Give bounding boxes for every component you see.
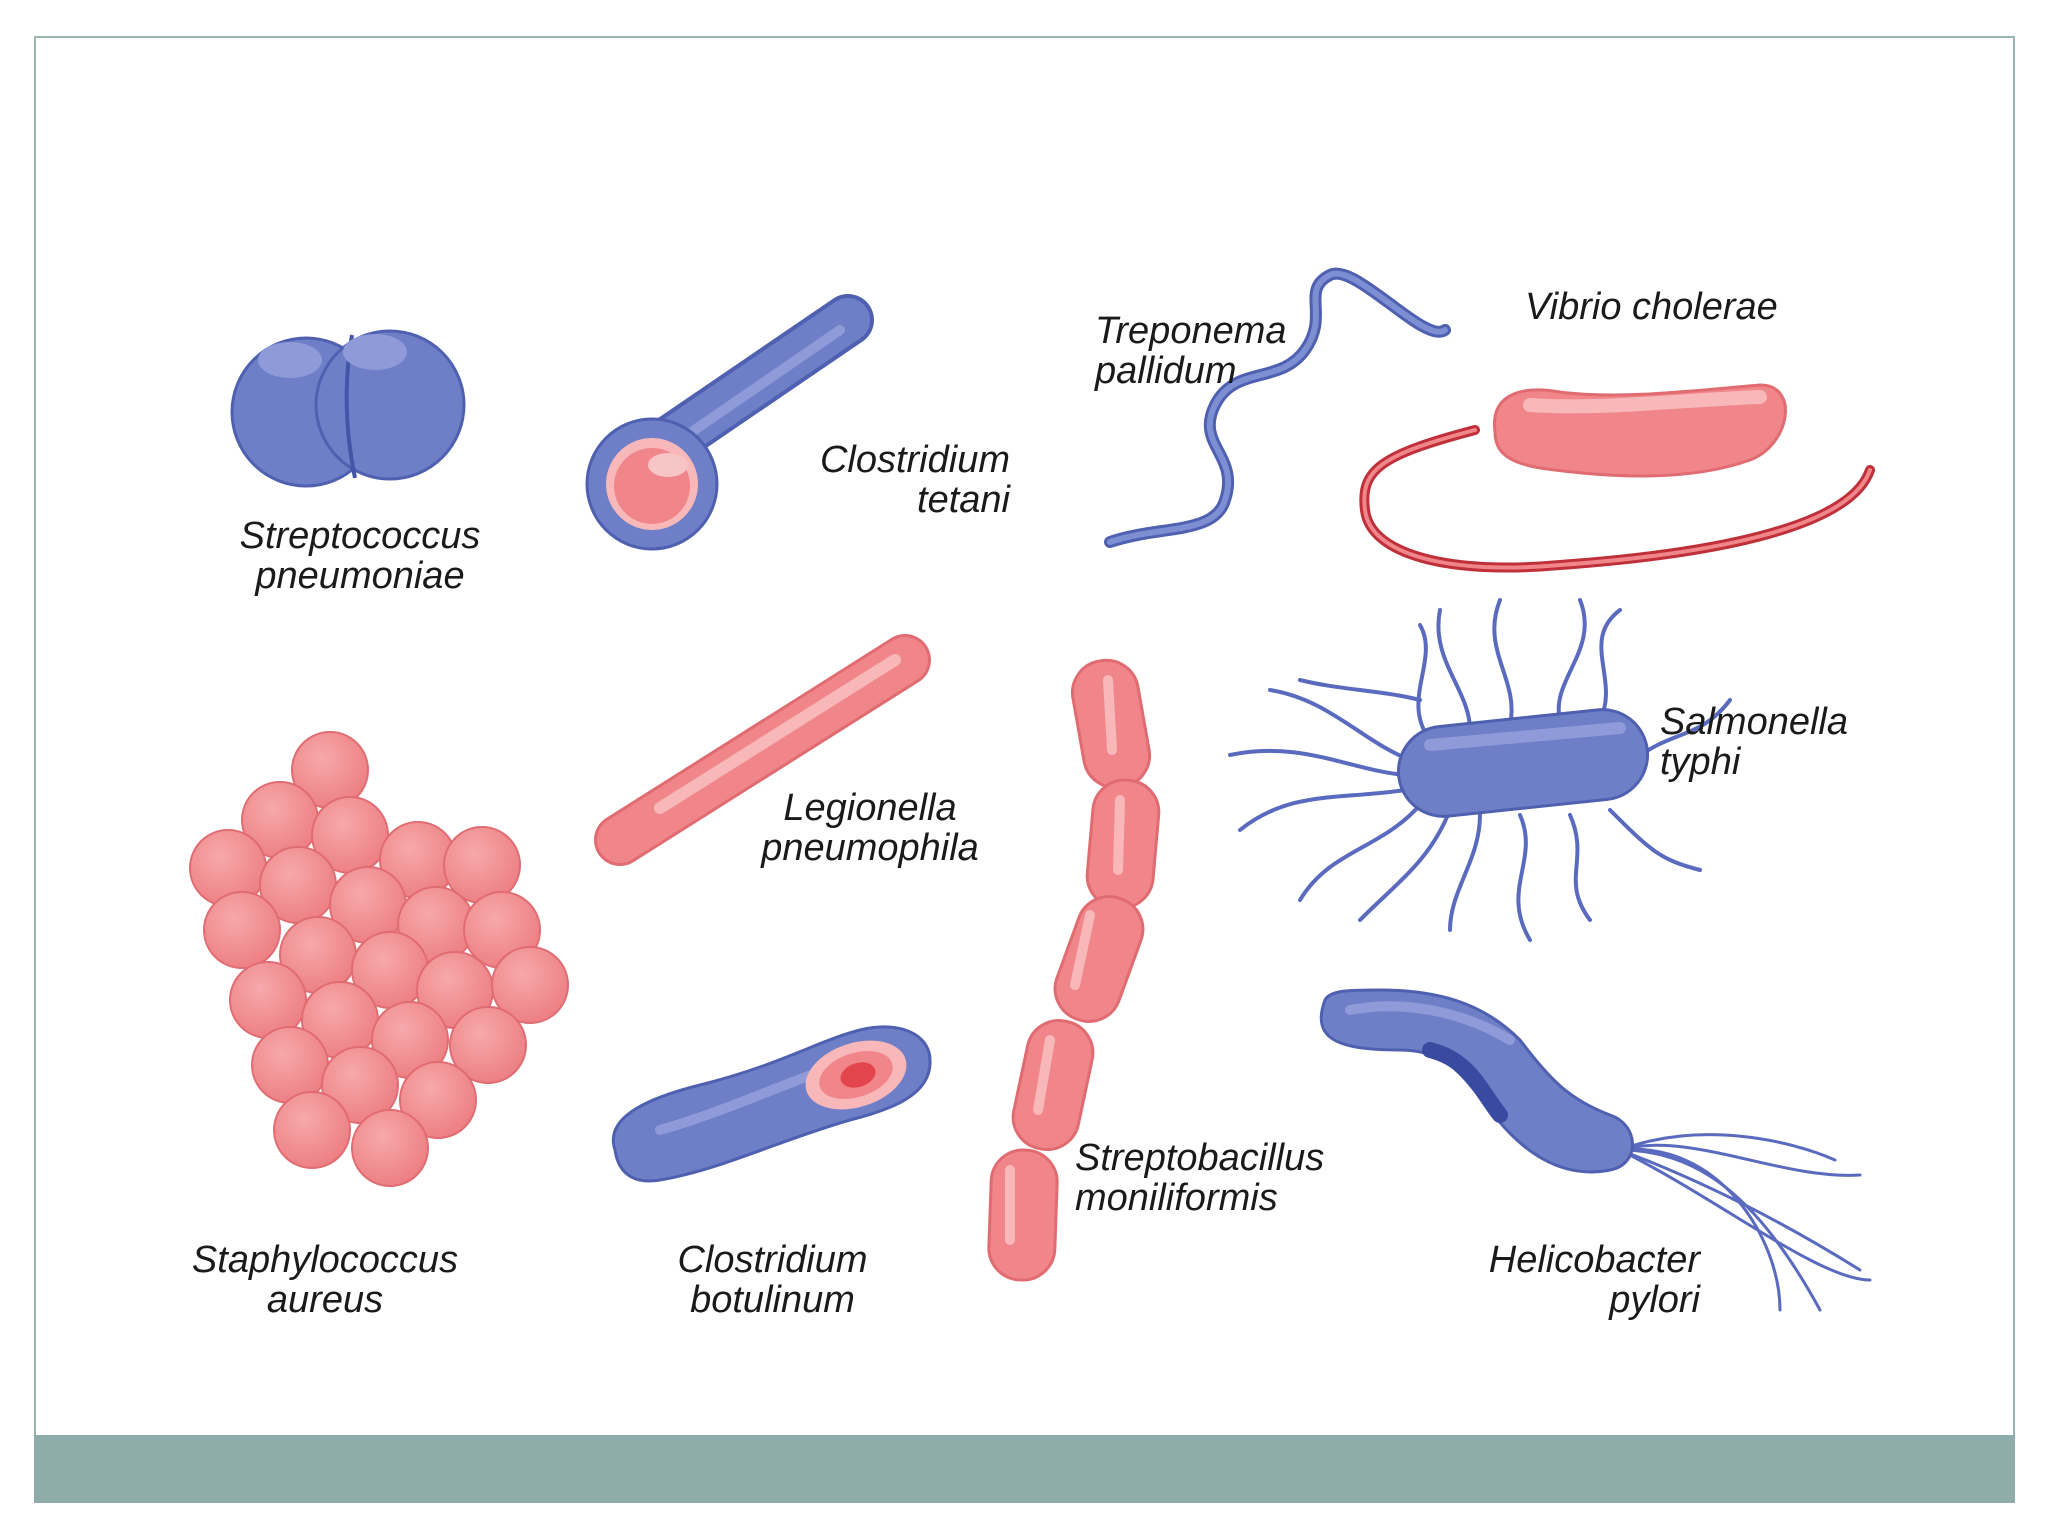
clostridium-botulinum-cell xyxy=(611,1025,932,1183)
streptobacillus-moniliformis-chain xyxy=(987,658,1161,1282)
treponema-pallidum-cell xyxy=(1104,267,1451,548)
footer-bar xyxy=(34,1435,2015,1503)
vibrio-cholerae-cell xyxy=(1359,383,1875,573)
clostridium-tetani-cell xyxy=(585,294,874,551)
streptococcus-pneumoniae-cell xyxy=(230,329,466,488)
helicobacter-pylori-cell xyxy=(1319,988,1872,1312)
label-vibrio-cholerae: Vibrio cholerae xyxy=(1525,286,1778,328)
legionella-pneumophila-cell xyxy=(594,634,931,866)
staphylococcus-aureus-cluster xyxy=(189,731,569,1187)
salmonella-typhi-cell xyxy=(1228,598,1732,942)
